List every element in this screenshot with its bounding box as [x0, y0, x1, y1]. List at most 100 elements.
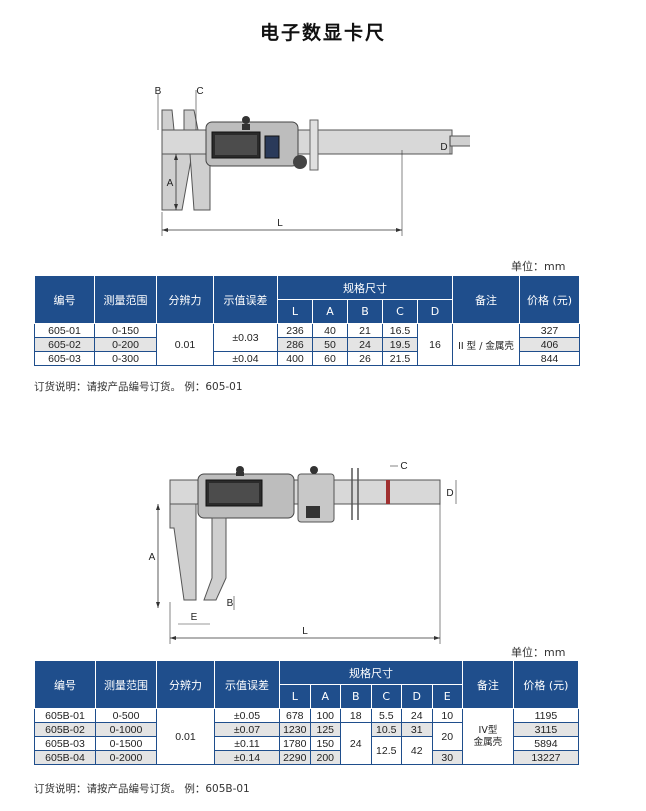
- cell-L: 678: [279, 708, 311, 723]
- cell-D: 16: [417, 323, 453, 366]
- th-resolution: 分辨力: [156, 275, 214, 324]
- cell-price: 5894: [512, 736, 580, 751]
- cell-A: 40: [312, 323, 348, 338]
- cell-error: ±0.11: [213, 736, 281, 751]
- cell-price: 406: [519, 337, 580, 352]
- cell-code: 605-02: [34, 337, 95, 352]
- cell-B: 24: [347, 337, 383, 352]
- cell-B: 21: [347, 323, 383, 338]
- th-C: C: [370, 684, 403, 709]
- th-code: 编号: [34, 660, 96, 709]
- cell-range: 0-1000: [95, 722, 157, 737]
- unit-label-2: 单位：mm: [511, 646, 566, 659]
- dim-label-C: C: [400, 461, 407, 472]
- dim-label-B: B: [227, 598, 234, 609]
- th-C: C: [382, 299, 418, 324]
- table-row: 605B-04 0-2000 ±0.14 2290 200 30 13227: [34, 750, 580, 765]
- th-spec: 规格尺寸: [277, 275, 453, 300]
- cell-A: 60: [312, 351, 348, 366]
- cell-remark: IV型 金属壳: [462, 708, 514, 765]
- cell-code: 605B-04: [34, 750, 96, 765]
- cell-C: 21.5: [382, 351, 418, 366]
- table-row: 605-02 0-200 286 50 24 19.5 406: [34, 337, 580, 352]
- cell-error: ±0.07: [213, 722, 281, 737]
- cell-C: 10.5: [370, 722, 403, 737]
- cell-range: 0-300: [94, 351, 157, 366]
- table-row: 605-03 0-300 ±0.04 400 60 26 21.5 844: [34, 351, 580, 366]
- cell-D: 24: [401, 708, 433, 723]
- caliper-diagram-2: L A B E C D: [149, 461, 457, 644]
- cell-range: 0-2000: [95, 750, 157, 765]
- cell-L: 2290: [279, 750, 311, 765]
- cell-A: 150: [309, 736, 342, 751]
- th-B: B: [340, 684, 372, 709]
- th-L: L: [279, 684, 311, 709]
- page-title: 电子数显卡尺: [259, 22, 386, 44]
- cell-resolution: 0.01: [156, 323, 214, 366]
- cell-error: ±0.03: [213, 323, 278, 352]
- th-range: 测量范围: [94, 275, 157, 324]
- cell-price: 3115: [512, 722, 580, 737]
- caliper-diagram-1: L A B C D: [155, 86, 470, 236]
- th-code: 编号: [34, 275, 95, 324]
- order-note-2: 订货说明：请按产品编号订货。 例：605B-01: [34, 783, 250, 795]
- dim-label-B: B: [155, 86, 162, 97]
- dim-label-L: L: [277, 218, 283, 229]
- cell-price: 844: [519, 351, 580, 366]
- cell-code: 605B-03: [34, 736, 96, 751]
- th-resolution: 分辨力: [156, 660, 215, 709]
- cell-A: 100: [309, 708, 342, 723]
- th-B: B: [347, 299, 383, 324]
- dim-label-A: A: [149, 552, 156, 563]
- cell-range: 0-1500: [95, 736, 157, 751]
- cell-code: 605-01: [34, 323, 95, 338]
- order-note-1: 订货说明：请按产品编号订货。 例：605-01: [34, 381, 243, 393]
- cell-C: 12.5: [370, 736, 403, 765]
- cell-A: 200: [309, 750, 342, 765]
- th-error: 示值误差: [213, 275, 278, 324]
- cell-D: 42: [401, 736, 433, 765]
- cell-C: 16.5: [382, 323, 418, 338]
- cell-D: 31: [401, 722, 433, 737]
- cell-E: 10: [431, 708, 464, 723]
- cell-L: 1780: [279, 736, 311, 751]
- cell-price: 1195: [512, 708, 580, 723]
- th-D: D: [417, 299, 453, 324]
- cell-price: 13227: [512, 750, 580, 765]
- cell-code: 605-03: [34, 351, 95, 366]
- dim-label-A: A: [167, 178, 174, 189]
- th-A: A: [309, 684, 342, 709]
- dim-label-C: C: [196, 86, 203, 97]
- cell-E: 30: [431, 750, 464, 765]
- th-price: 价格 (元): [519, 275, 580, 324]
- th-price: 价格 (元): [512, 660, 580, 709]
- cell-code: 605B-02: [34, 722, 96, 737]
- cell-C: 5.5: [370, 708, 403, 723]
- remark-line-2: 金属壳: [473, 736, 503, 748]
- th-spec: 规格尺寸: [279, 660, 464, 685]
- spec-table-2: 编号 测量范围 分辨力 示值误差 规格尺寸 备注 价格 (元) L A B C …: [34, 660, 580, 765]
- th-range: 测量范围: [95, 660, 157, 709]
- cell-B: 26: [347, 351, 383, 366]
- cell-B: 24: [340, 722, 372, 765]
- cell-range: 0-150: [94, 323, 157, 338]
- cell-L: 286: [277, 337, 313, 352]
- cell-error: ±0.05: [213, 708, 281, 723]
- table-row: 605B-03 0-1500 ±0.11 1780 150 12.5 42 58…: [34, 736, 580, 765]
- cell-B: 18: [340, 708, 372, 723]
- th-error: 示值误差: [213, 660, 281, 709]
- cell-range: 0-200: [94, 337, 157, 352]
- th-D: D: [401, 684, 433, 709]
- th-A: A: [312, 299, 348, 324]
- spec-table-1: 编号 测量范围 分辨力 示值误差 规格尺寸 备注 价格 (元) L A B C …: [34, 275, 580, 366]
- remark-line-1: IV型: [478, 724, 498, 736]
- dim-label-D: D: [440, 142, 447, 153]
- cell-L: 236: [277, 323, 313, 338]
- dim-label-D: D: [446, 488, 453, 499]
- table-row: 605B-01 0-500 0.01 ±0.05 678 100 18 5.5 …: [34, 708, 580, 765]
- cell-code: 605B-01: [34, 708, 96, 723]
- cell-remark: II 型 / 金属壳: [452, 323, 520, 366]
- cell-L: 1230: [279, 722, 311, 737]
- cell-C: 19.5: [382, 337, 418, 352]
- th-L: L: [277, 299, 313, 324]
